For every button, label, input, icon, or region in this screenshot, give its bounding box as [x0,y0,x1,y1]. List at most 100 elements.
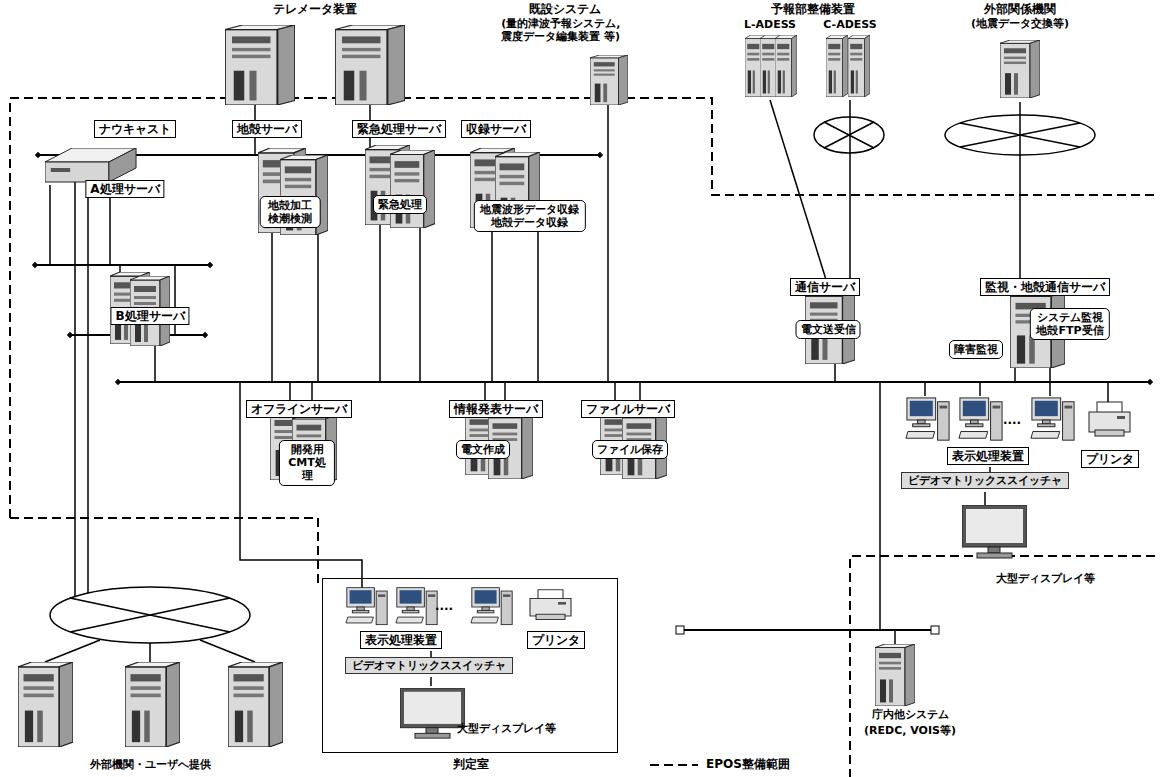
server-icon [225,25,295,105]
server-icon [125,662,180,747]
node-title: 庁内他システム [872,708,949,721]
server-node: 情報発表サーバ電文作成 [448,400,548,460]
node-text: ファイル保存 [592,440,668,459]
node-text: 開発用 CMT処理 [279,440,335,486]
terminal-icon [1031,398,1074,440]
server-icon [18,662,73,747]
network-link [849,100,851,278]
node-title: ナウキャスト [94,120,176,138]
epos-boundary [10,518,318,585]
terminal-icon [346,588,387,625]
network-cloud [824,122,874,148]
node-text: (REDC, VOIS等) [864,724,956,737]
node-text: 地震波形データ収録 地殻データ収録 [474,200,586,232]
server-icon [1000,40,1040,98]
server-icon [45,148,136,182]
network-cloud [50,587,250,643]
network-link [1019,102,1021,278]
wires [880,382,895,644]
node-title: 緊急処理サーバ [352,120,446,138]
terminal-group: 表示処理装置 [900,395,1080,467]
agency-node: 外部関係機関(地震データ交換等) [960,2,1080,102]
server-node: 収録サーバ地震波形データ収録 地殻データ収録 [458,120,583,238]
node-title: 大型ディスプレイ等 [457,722,556,735]
network-link [430,677,432,686]
server-node: L-ADESS [740,18,800,100]
server-node: 緊急処理サーバ緊急処理 [352,120,452,220]
terminal-icon [471,588,512,625]
ellipsis-label: .... [435,600,453,612]
epos-boundary [10,98,1155,777]
node-title: 収録サーバ [461,120,531,138]
network-link [770,100,826,278]
server-icon [848,35,870,97]
display-node: 大型ディスプレイ等 [396,686,556,748]
network-cloud [814,117,884,153]
switcher-node: ビデオマトリックススイッチャ [900,472,1070,492]
terminal-icon [962,505,1027,558]
lan-line [931,626,939,634]
node-title: ファイルサーバ [581,400,675,418]
node-title: C-ADESS [823,18,876,31]
node-title: ビデオマトリックススイッチャ [345,657,513,674]
node-title: 外部機関・ユーザへ提供 [90,758,211,771]
node-text: 地殻加工 検潮検測 [260,196,321,228]
user-group: 外部機関・ユーザへ提供 [10,650,295,775]
lan-line [680,629,935,631]
system-label: 既設システム(量的津波予報システム, 震度データ編集装置 等) [480,2,650,105]
node-title: B処理サーバ [110,307,189,325]
epos-boundary [850,556,1155,777]
node-title: テレメータ装置 [273,2,357,16]
network-bus [118,381,1150,383]
server-icon [18,25,1065,747]
network-link [984,492,986,505]
server-node: A処理サーバ [40,150,170,200]
server-icon [826,35,848,97]
node-text: (量的津波予報システム, 震度データ編集装置 等) [501,17,629,43]
terminal-group: テレメータ装置 [215,2,415,107]
node-title: 判定室 [453,757,489,771]
terminal-icon [959,398,1002,440]
server-node: C-ADESS [822,18,878,100]
epos-boundary [10,98,1155,518]
network-cloud [70,598,230,632]
lan-line [676,626,684,634]
terminal-icon [906,398,949,440]
room-box: 表示処理装置プリンタビデオマトリックススイッチャ大型ディスプレイ等判定室 [322,578,618,753]
legend-swatch [650,764,698,766]
printer-node: プリンタ [521,589,591,651]
network-bus [35,264,210,266]
terminal-icon [530,590,571,620]
lan-line [676,626,939,634]
server-node: 通信サーバ電文送受信 [788,278,863,358]
wires [925,382,1108,402]
server-icon [875,644,915,706]
wires [75,155,88,600]
switcher-node: ビデオマトリックススイッチャ [341,657,521,677]
wires [607,105,609,382]
node-title: プリンタ [527,631,585,649]
server-node: B処理サーバ [100,272,195,347]
node-title: 外部関係機関 [984,2,1056,16]
node-text: 緊急処理 [373,195,427,214]
server-node: 地殻サーバ地殻加工 検潮検測 [232,120,332,232]
server-icon [390,150,435,228]
node-title: A処理サーバ [85,180,164,198]
node-title: プリンタ [1081,450,1139,468]
node-text: システム監視 地殻FTP受信 [1030,308,1110,340]
node-title: 地殻サーバ [232,120,302,138]
equipment-group: L-ADESSC-ADESS予報部整備装置 [718,2,908,100]
node-text: 電文作成 [456,440,510,459]
display-node: 大型ディスプレイ等 [955,505,1095,590]
network-bus [35,155,1150,382]
terminal-icon [400,688,465,738]
wires [240,382,362,588]
server-icon [228,662,283,747]
server-node: オフラインサーバ開発用 CMT処理 [252,400,352,480]
system-node: 庁内他システム (REDC, VOIS等) [855,640,965,750]
network-cloud [50,115,1095,643]
server-icon [775,35,797,97]
